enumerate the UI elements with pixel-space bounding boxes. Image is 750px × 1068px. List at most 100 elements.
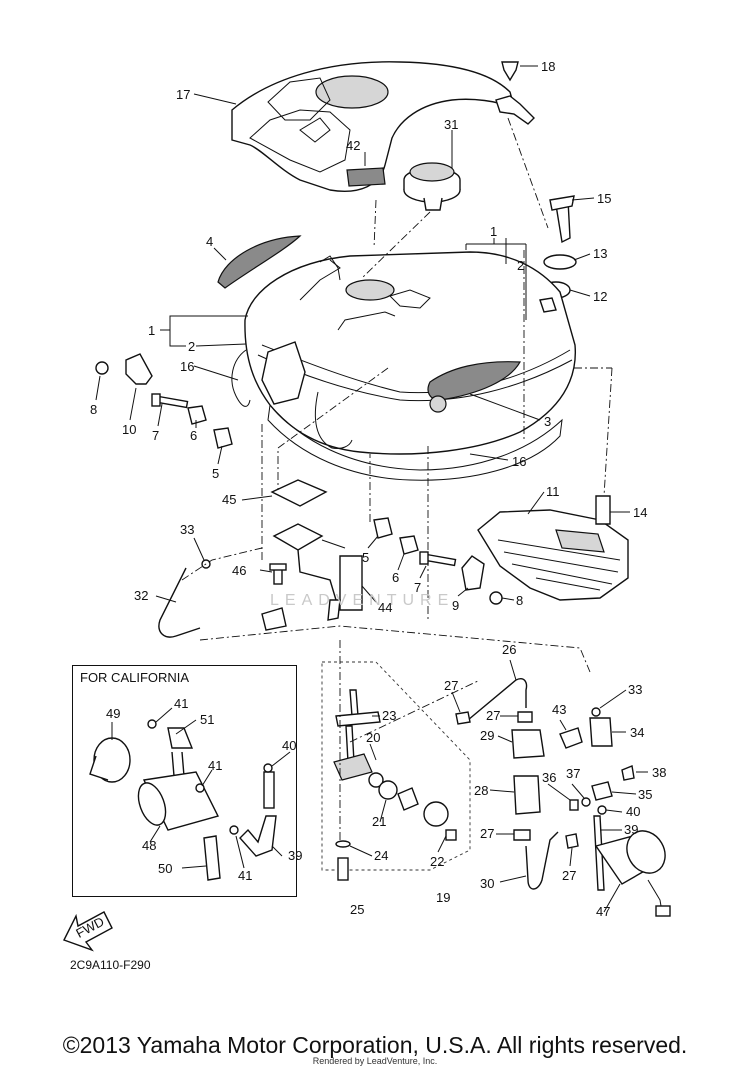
bolt-15 [549, 195, 575, 244]
label-40-right: 40 [626, 804, 640, 819]
label-21: 21 [372, 814, 386, 829]
label-5-left: 5 [212, 466, 219, 481]
label-15: 15 [597, 191, 611, 206]
label-11: 11 [546, 484, 560, 499]
label-19: 19 [436, 890, 450, 905]
gasket-45 [270, 479, 328, 507]
label-8-left: 8 [90, 402, 97, 417]
label-28: 28 [474, 783, 488, 798]
label-2-left: 2 [188, 339, 195, 354]
label-46: 46 [232, 563, 246, 578]
breather-hose-right [314, 391, 353, 449]
label-6-left: 6 [190, 428, 197, 443]
bolt-46 [269, 563, 287, 585]
fuel-tank [244, 251, 576, 481]
side-cover [477, 509, 629, 601]
label-16-left: 16 [180, 359, 194, 374]
fuel-cap [403, 162, 461, 211]
routing-line-h [507, 117, 549, 229]
label-18: 18 [541, 59, 555, 74]
label-49: 49 [106, 706, 120, 721]
bolt-25 [337, 857, 349, 881]
label-1-top: 1 [490, 224, 497, 239]
label-4: 4 [206, 234, 213, 249]
rendered-by-notice: Rendered by LeadVenture, Inc. [312, 1056, 438, 1066]
label-33-left: 33 [180, 522, 194, 537]
label-50: 50 [158, 861, 172, 876]
fuel-cock-lever [397, 787, 419, 811]
label-sticker [346, 167, 386, 187]
label-47: 47 [596, 904, 610, 919]
label-43: 43 [552, 702, 566, 717]
label-24: 24 [374, 848, 388, 863]
washer-37 [581, 797, 591, 807]
leader-1-left [160, 315, 248, 347]
label-14: 14 [633, 505, 647, 520]
damper-5-right [373, 517, 393, 539]
label-35: 35 [638, 787, 652, 802]
canister-47 [594, 830, 671, 917]
hose-39-right [593, 815, 605, 891]
routing-line-f [373, 199, 377, 249]
california-inset-parts [89, 719, 277, 881]
bracket-10 [125, 353, 153, 385]
label-48: 48 [142, 838, 156, 853]
tank-rear-bracket [261, 341, 306, 405]
vent-hose-32 [158, 567, 201, 638]
copyright-notice: ©2013 Yamaha Motor Corporation, U.S.A. A… [62, 1032, 688, 1058]
label-27-b: 27 [486, 708, 500, 723]
washer-24 [335, 840, 351, 848]
watermark: LEADVENTURE [270, 592, 455, 609]
label-41-a: 41 [174, 696, 188, 711]
clamp-27-b [517, 711, 533, 723]
label-27-c: 27 [480, 826, 494, 841]
fuel-hose-30 [525, 831, 559, 890]
bolt-38 [621, 765, 635, 781]
bolt-36 [569, 799, 579, 811]
fuel-pump-29 [511, 729, 545, 759]
o-ring-20 [368, 772, 384, 788]
damper-14 [595, 495, 611, 525]
label-5-right: 5 [362, 550, 369, 565]
california-inset-box [72, 665, 297, 897]
rear-tank-cover [231, 61, 517, 192]
label-51: 51 [200, 712, 214, 727]
clamp-27-c [513, 829, 531, 841]
california-inset-title: FOR CALIFORNIA [80, 670, 190, 685]
label-33-right: 33 [628, 682, 642, 697]
bolt-18 [495, 61, 535, 125]
clamp-27-a [455, 711, 471, 725]
routing-line-d [199, 625, 591, 673]
damper-13 [543, 254, 577, 270]
fuel-cock [333, 689, 381, 781]
valve-43 [559, 727, 583, 749]
label-8-right: 8 [516, 593, 523, 608]
collar-6-right [399, 535, 419, 555]
clip-40-right [597, 805, 607, 815]
routing-line-k [277, 367, 389, 490]
bolt-7-left [151, 393, 189, 409]
fuel-filter-28 [513, 775, 541, 815]
label-27-d: 27 [562, 868, 576, 883]
leader-lines [95, 65, 648, 913]
label-26: 26 [502, 642, 516, 657]
bolt-8-right [489, 591, 503, 605]
label-23: 23 [382, 708, 396, 723]
clip-33-right [591, 707, 601, 717]
hose-fitting-34 [589, 717, 613, 747]
label-38: 38 [652, 765, 666, 780]
bolt-8-left [95, 361, 109, 375]
tank-pad [217, 235, 302, 289]
label-41-c: 41 [238, 868, 252, 883]
label-27-a: 27 [444, 678, 458, 693]
label-6-right: 6 [392, 570, 399, 585]
label-37: 37 [566, 766, 580, 781]
label-29: 29 [480, 728, 494, 743]
label-13: 13 [593, 246, 607, 261]
label-30: 30 [480, 876, 494, 891]
fuel-cock-group-outline [321, 661, 471, 871]
label-40-left: 40 [282, 738, 296, 753]
o-ring-21 [378, 780, 398, 800]
gasket-plate [423, 801, 449, 827]
